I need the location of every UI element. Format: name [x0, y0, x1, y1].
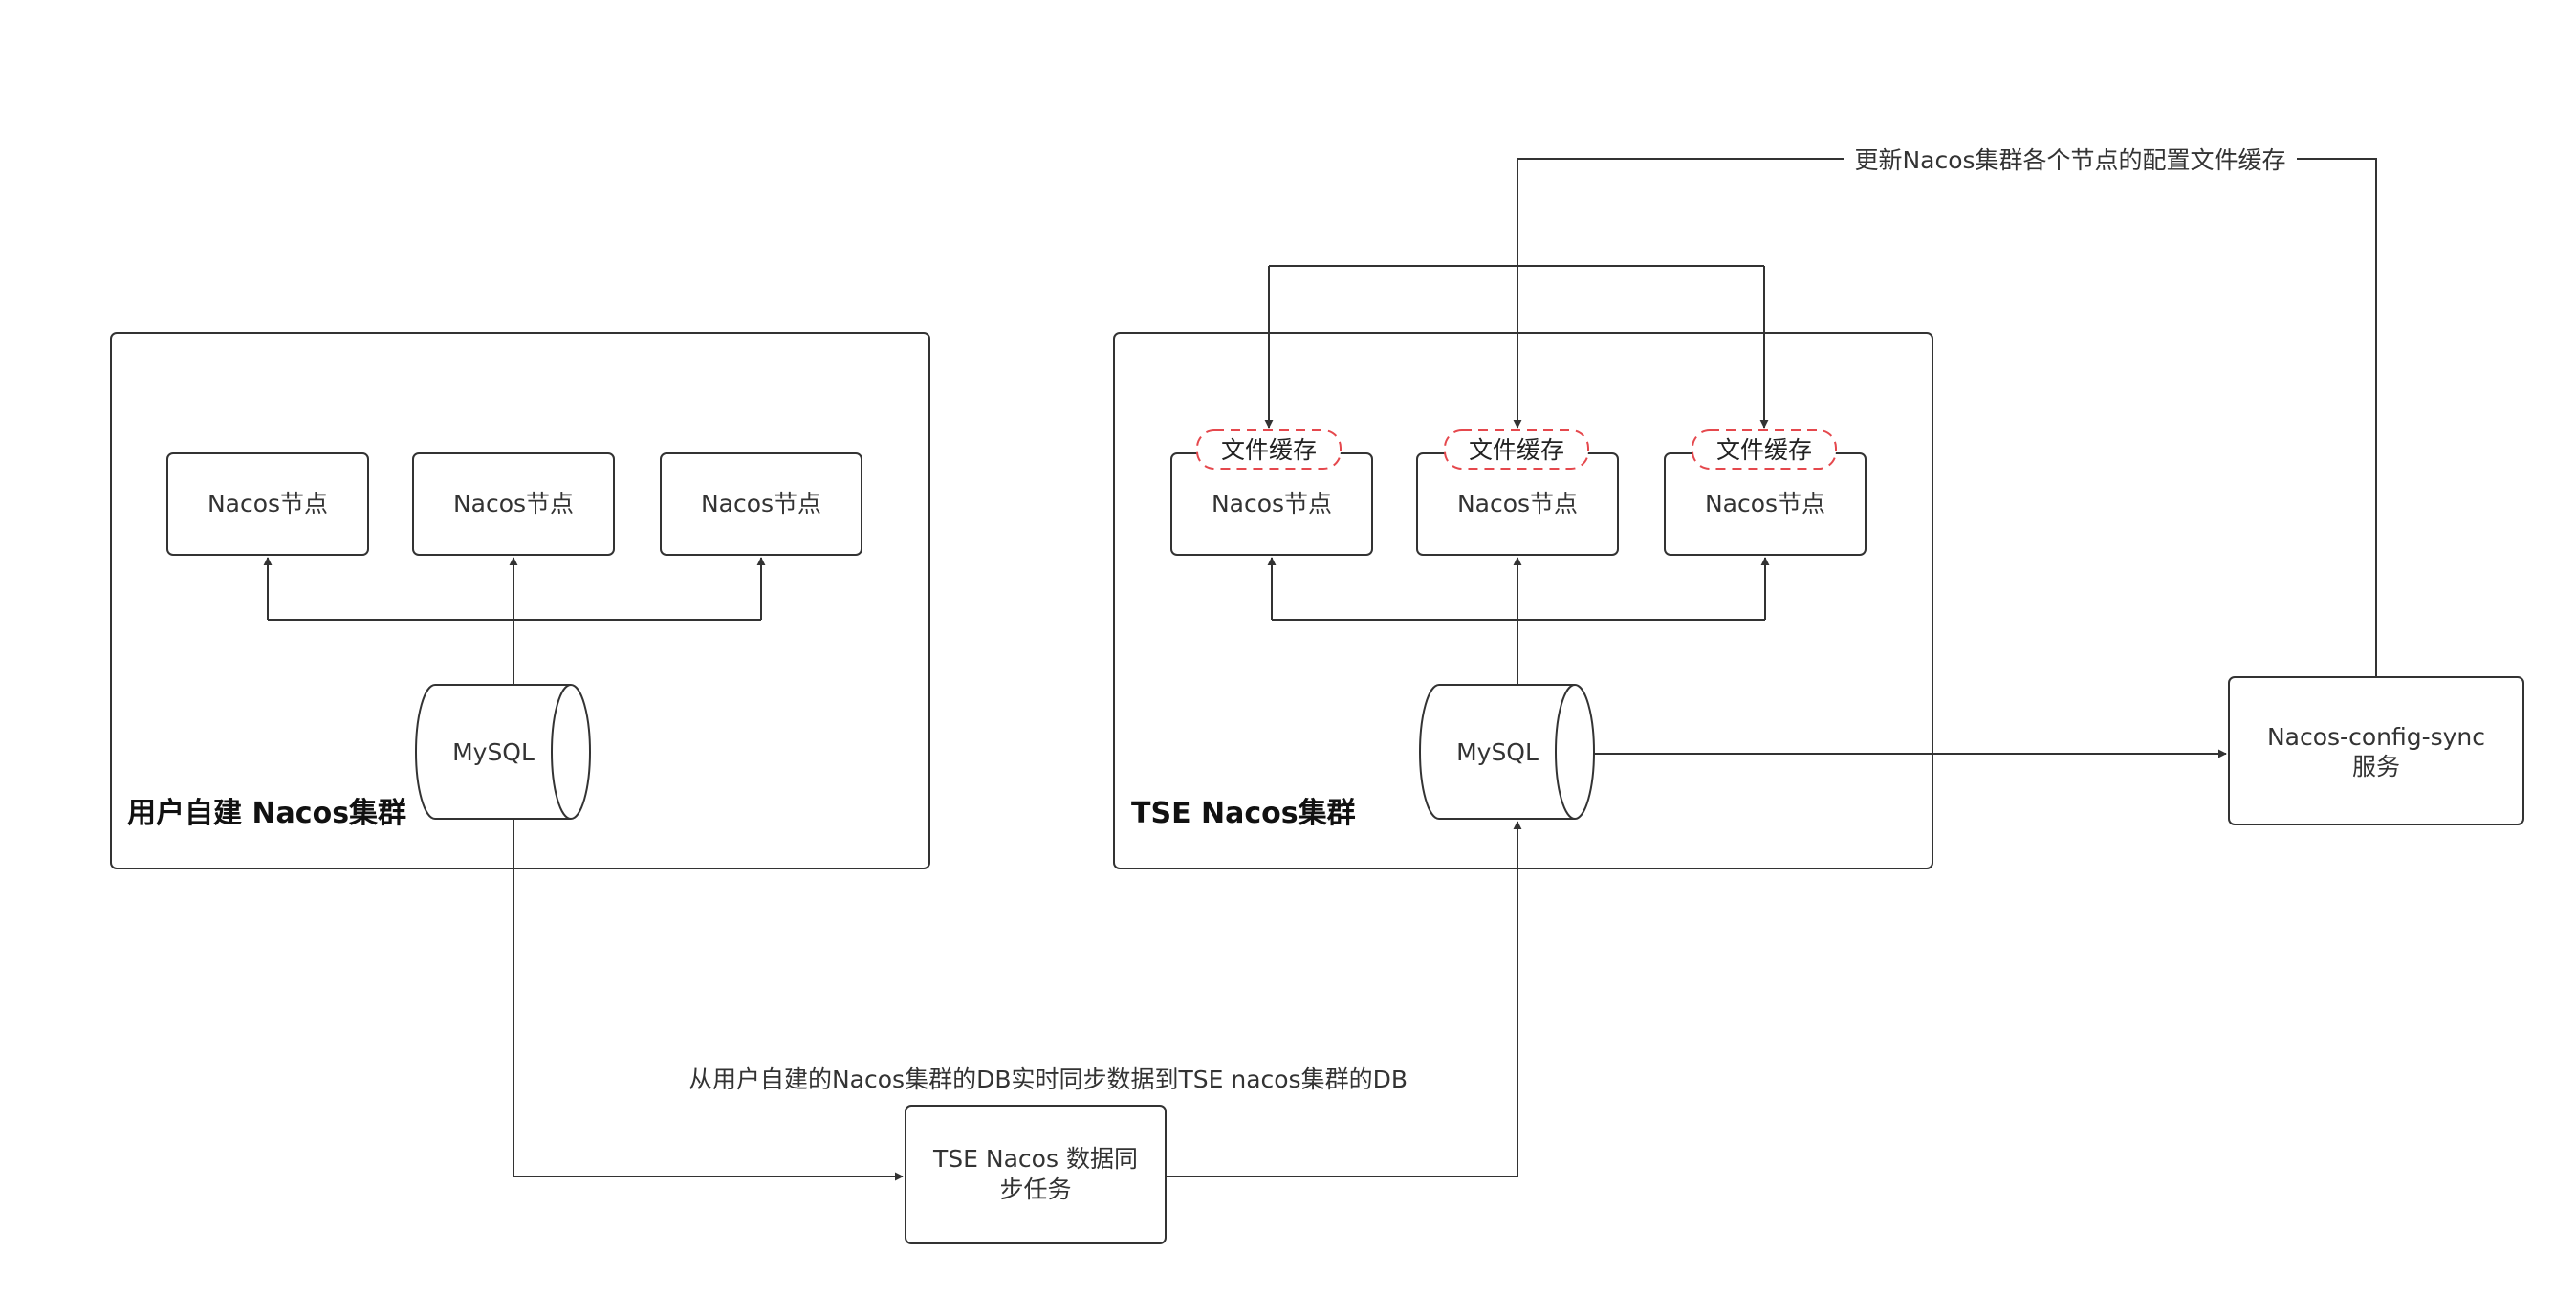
sync-service-label-line-2: 服务: [2352, 753, 2400, 780]
tse-nacos-sync-task: TSE Nacos 数据同 步任务: [905, 1105, 1167, 1244]
tse-node-2-label: Nacos节点: [1457, 490, 1578, 517]
user-node-2: Nacos节点: [412, 452, 615, 556]
user-cluster: Nacos节点 Nacos节点 Nacos节点 MySQL 用户自建 Nacos…: [110, 332, 930, 869]
update-cache-label-bg: [1844, 142, 2297, 176]
realtime-sync-label: 从用户自建的Nacos集群的DB实时同步数据到TSE nacos集群的DB: [688, 1066, 1408, 1093]
file-cache-label-3: 文件缓存: [1716, 436, 1812, 464]
update-cache-loop-line: [1517, 158, 2377, 677]
user-node-1-label: Nacos节点: [207, 490, 328, 517]
tse-cluster-title: TSE Nacos集群: [1131, 797, 1356, 830]
sync-task-label-line-1: TSE Nacos 数据同: [932, 1145, 1138, 1173]
user-node-2-label: Nacos节点: [453, 490, 574, 517]
user-cluster-title: 用户自建 Nacos集群: [127, 797, 406, 830]
update-cache-label: 更新Nacos集群各个节点的配置文件缓存: [1854, 146, 2285, 174]
file-cache-badge-3: 文件缓存: [1692, 429, 1837, 470]
user-cluster-frame: [110, 332, 930, 869]
sync-task-label-line-2: 步任务: [999, 1176, 1071, 1203]
user-node-1: Nacos节点: [166, 452, 369, 556]
tse-node-3-label: Nacos节点: [1705, 490, 1825, 517]
tse-cluster-frame: [1113, 332, 1933, 869]
sync-service-label-line-1: Nacos-config-sync: [2267, 723, 2485, 751]
user-node-3-label: Nacos节点: [701, 490, 821, 517]
file-cache-label-2: 文件缓存: [1469, 436, 1564, 464]
tse-cluster: Nacos节点 Nacos节点 Nacos节点 文件缓存 文件缓存 文件缓存: [1113, 332, 1933, 869]
user-mysql-label: MySQL: [452, 738, 535, 766]
user-node-3: Nacos节点: [660, 452, 862, 556]
file-cache-badge-1: 文件缓存: [1196, 429, 1342, 470]
file-cache-badge-2: 文件缓存: [1444, 429, 1589, 470]
tse-node-2: Nacos节点: [1416, 452, 1619, 556]
tse-node-1-label: Nacos节点: [1212, 490, 1332, 517]
user-mysql-db: MySQL: [415, 684, 591, 820]
user-db-to-sync-task-arrow: [513, 819, 904, 1181]
tse-mysql-label: MySQL: [1456, 738, 1539, 766]
file-cache-label-1: 文件缓存: [1221, 436, 1317, 464]
sync-task-to-tse-db-arrow: [1166, 821, 1522, 1177]
nacos-config-sync-service: Nacos-config-sync 服务: [2228, 676, 2524, 825]
tse-mysql-db: MySQL: [1419, 684, 1595, 820]
